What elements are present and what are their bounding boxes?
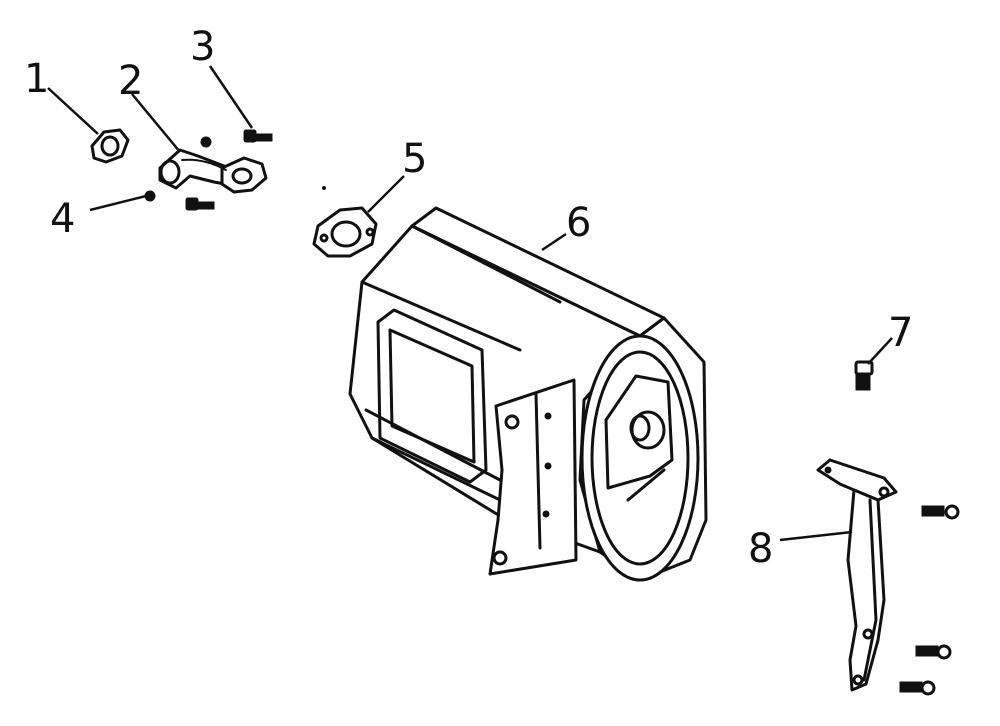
leader-2 bbox=[131, 93, 181, 153]
part-8-bracket bbox=[816, 458, 960, 696]
part-6-muffler bbox=[348, 206, 708, 582]
callout-3: 3 bbox=[190, 24, 215, 70]
callout-5: 5 bbox=[402, 136, 427, 182]
callout-8: 8 bbox=[748, 526, 773, 572]
leader-4 bbox=[89, 194, 147, 212]
leader-6 bbox=[541, 232, 567, 252]
leader-lines bbox=[47, 65, 893, 542]
part-1-gasket bbox=[90, 128, 130, 164]
leader-7 bbox=[867, 337, 893, 365]
leader-5 bbox=[367, 175, 405, 213]
callout-1: 1 bbox=[24, 56, 49, 102]
leader-3 bbox=[208, 65, 254, 129]
callout-7: 7 bbox=[888, 310, 913, 356]
part-5-flange-gasket bbox=[312, 186, 378, 258]
callout-2: 2 bbox=[118, 58, 143, 104]
part-3-bolts bbox=[185, 129, 273, 211]
leader-1 bbox=[47, 87, 99, 135]
callout-labels: 1 2 3 4 5 6 7 8 bbox=[24, 24, 913, 572]
leader-8 bbox=[779, 530, 853, 542]
part-4-nuts bbox=[144, 136, 212, 202]
callout-6: 6 bbox=[566, 200, 591, 246]
part-7-screw bbox=[854, 360, 874, 391]
callout-4: 4 bbox=[50, 196, 75, 242]
part-2-exhaust-elbow bbox=[158, 148, 268, 194]
